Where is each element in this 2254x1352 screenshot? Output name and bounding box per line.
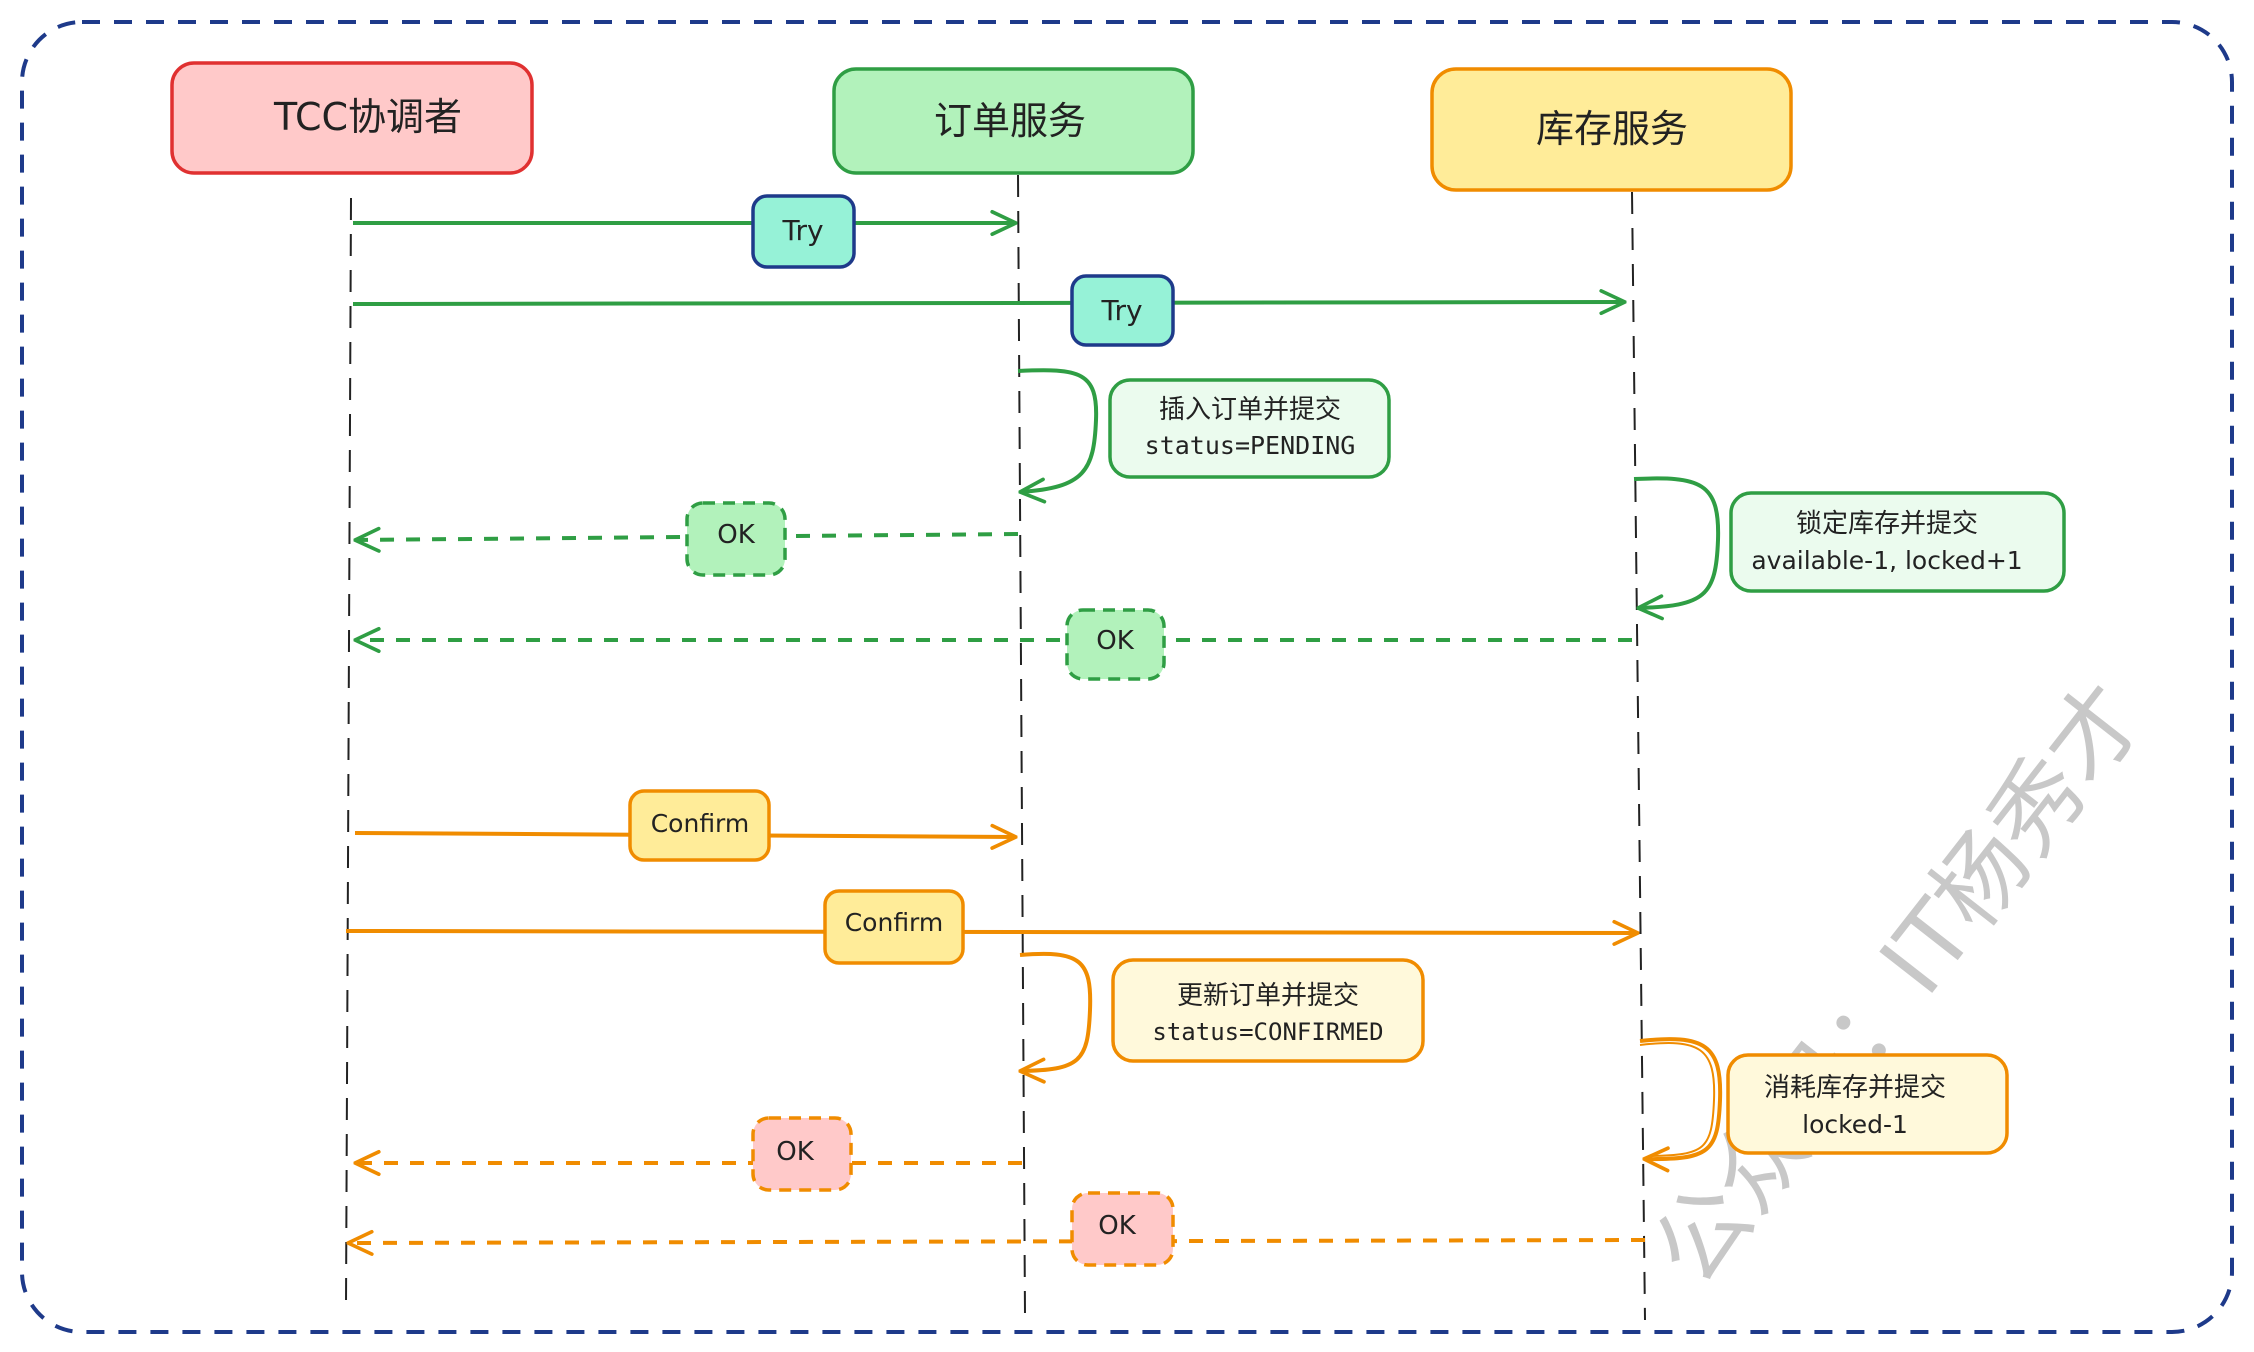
inventory-try-note[interactable]: [1729, 491, 2066, 593]
participant-inventory-label: 库存服务: [1536, 107, 1688, 151]
lifeline-inventory: [1631, 191, 1646, 1321]
try-inventory-label: Try: [1100, 294, 1142, 327]
try-order-label-box[interactable]: [751, 194, 856, 269]
confirm-inventory-label: Confirm: [845, 908, 944, 937]
inventory-try-self-call: 锁定库存并提交 available-1, locked+1: [1633, 476, 2066, 608]
order-confirm-note-line2: status=CONFIRMED: [1152, 1018, 1383, 1046]
try-order-label: Try: [781, 214, 823, 247]
inventory-try-note-line1: 锁定库存并提交: [1796, 509, 1978, 539]
participant-coordinator-label: TCC协调者: [273, 95, 462, 139]
inventory-confirm-self-call: 消耗库存并提交 locked-1: [1639, 1037, 2009, 1159]
lifeline-order: [1017, 174, 1026, 1316]
inventory-confirm-note[interactable]: [1726, 1053, 2009, 1155]
message-ok-order-confirm: OK: [355, 1116, 1022, 1192]
lifeline-coordinator: [345, 197, 352, 1306]
try-inventory-label-box[interactable]: [1070, 274, 1175, 347]
participant-order[interactable]: 订单服务: [832, 67, 1195, 175]
order-try-note[interactable]: [1108, 378, 1391, 479]
message-confirm-order: Confirm: [354, 789, 1016, 862]
message-ok-order-try: OK: [355, 501, 1019, 577]
ok-inventory-try-box[interactable]: [1065, 608, 1166, 681]
order-confirm-self-call: 更新订单并提交 status=CONFIRMED: [1020, 951, 1425, 1071]
ok-order-confirm-box[interactable]: [751, 1116, 853, 1192]
ok-order-confirm-label: OK: [776, 1137, 814, 1167]
order-try-note-line1: 插入订单并提交: [1159, 395, 1341, 425]
order-try-self-call: 插入订单并提交 status=PENDING: [1018, 368, 1391, 492]
ok-order-try-box[interactable]: [685, 501, 787, 577]
ok-inventory-confirm-label: OK: [1098, 1211, 1136, 1241]
watermark: 公众号：IT杨秀才: [1633, 665, 2165, 1304]
diagram-frame: [20, 20, 2234, 1334]
participant-inventory[interactable]: 库存服务: [1430, 67, 1793, 192]
ok-inventory-try-label: OK: [1096, 626, 1134, 656]
confirm-order-label-box[interactable]: [628, 789, 771, 862]
message-try-inventory: Try: [352, 274, 1625, 347]
confirm-order-label: Confirm: [651, 809, 750, 838]
inventory-confirm-note-line2: locked-1: [1802, 1110, 1908, 1139]
inventory-try-note-line2: available-1, locked+1: [1751, 546, 2022, 575]
confirm-inventory-label-box[interactable]: [823, 889, 965, 965]
ok-order-try-label: OK: [717, 520, 755, 550]
inventory-confirm-note-line1: 消耗库存并提交: [1764, 1073, 1946, 1103]
order-confirm-note-line1: 更新订单并提交: [1177, 981, 1359, 1011]
order-confirm-note[interactable]: [1111, 958, 1425, 1063]
message-try-order: Try: [353, 194, 1016, 269]
participant-coordinator[interactable]: TCC协调者: [170, 61, 534, 175]
participant-order-label: 订单服务: [934, 99, 1086, 143]
message-ok-inventory-confirm: OK: [348, 1191, 1646, 1267]
order-try-note-line2: status=PENDING: [1145, 431, 1356, 460]
message-ok-inventory-try: OK: [355, 608, 1632, 681]
ok-inventory-confirm-box[interactable]: [1070, 1191, 1175, 1267]
message-confirm-inventory: Confirm: [345, 889, 1638, 965]
